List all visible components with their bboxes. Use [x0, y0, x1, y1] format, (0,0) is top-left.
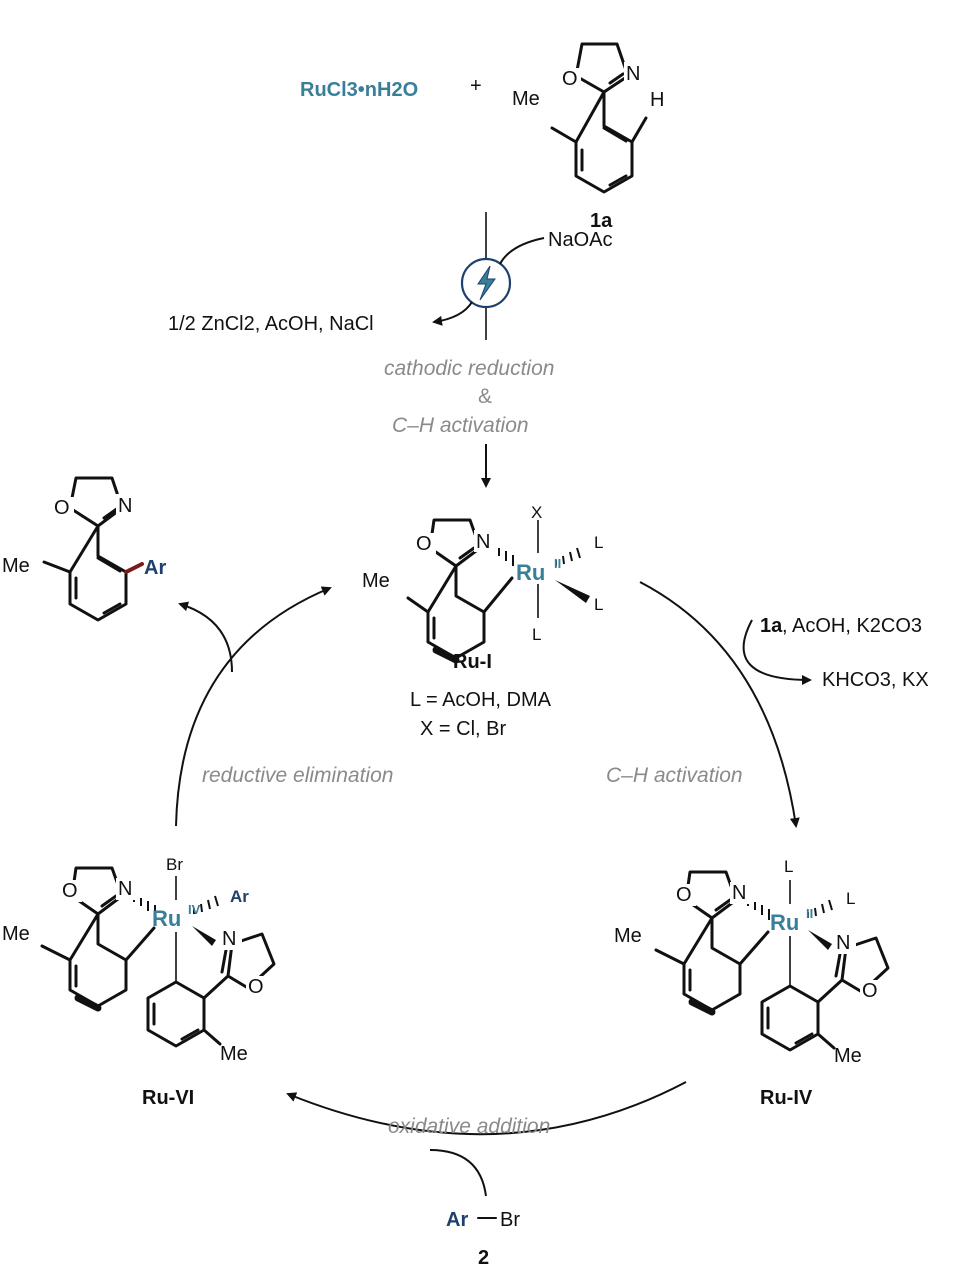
ru-iv-label: Ru-IV — [760, 1087, 813, 1109]
compound-1a-structure: O N Me H 1a — [512, 42, 664, 232]
ch-activation-side-arrow — [742, 619, 812, 685]
starting-materials: RuCl3•nH2O + O N Me H 1a — [300, 42, 664, 232]
methyl-label: Me — [614, 925, 642, 947]
aryl-ligand: Ar — [230, 887, 249, 906]
aryl-bromide-2: Ar Br 2 — [446, 1209, 520, 1269]
ru-oxidation-state: II — [806, 906, 813, 921]
nitrogen-atom: N — [118, 878, 132, 900]
ru-vi-complex: O N N O Me Me Ru IV Br Ar Ru-VI — [2, 855, 276, 1109]
methyl-label-2: Me — [834, 1045, 862, 1067]
bromide-ligand: Br — [166, 855, 183, 874]
ligand-x-definition: X = Cl, Br — [420, 718, 506, 740]
compound-1a-label: 1a — [590, 210, 613, 232]
ch-activation-top-label: C–H activation — [392, 414, 529, 437]
ru-metal-label: Ru — [152, 906, 181, 931]
ligand-l-definition: L = AcOH, DMA — [410, 689, 552, 711]
l-ligand-top: L — [784, 857, 793, 876]
aryl-label: Ar — [446, 1209, 468, 1231]
sodium-acetate-label: NaOAc — [548, 229, 612, 251]
nitrogen-atom: N — [732, 882, 746, 904]
zinc-byproducts-label: 1/2 ZnCl2, AcOH, NaCl — [168, 313, 374, 335]
nitrogen-atom-2: N — [836, 932, 850, 954]
ru-chloride-label: RuCl3•nH2O — [300, 79, 418, 101]
ch-reagents-label: , AcOH, K2CO3 — [782, 615, 922, 637]
oxygen-atom-2: O — [248, 976, 264, 998]
x-ligand-label: X — [531, 503, 542, 522]
reductive-elimination-arrow — [175, 586, 332, 827]
l-ligand-right: L — [846, 889, 855, 908]
new-c-ar-bond — [124, 562, 144, 574]
ch-activation-label: C–H activation — [606, 764, 743, 787]
bromine-label: Br — [500, 1209, 520, 1231]
ru-iv-complex: O N N O Me Me Ru II L L Ru-IV — [614, 857, 890, 1109]
methyl-label: Me — [2, 555, 30, 577]
ch-byproducts-label: KHCO3, KX — [822, 669, 929, 691]
compound-2-label: 2 — [478, 1247, 489, 1269]
oxygen-atom: O — [562, 68, 578, 90]
methyl-label: Me — [512, 88, 540, 110]
oxygen-atom: O — [62, 880, 78, 902]
l-ligand-upper: L — [594, 533, 603, 552]
oxygen-atom: O — [54, 497, 70, 519]
oxidative-addition-arrow — [286, 1081, 687, 1136]
methyl-label-2: Me — [220, 1043, 248, 1065]
product-release-arrow — [178, 601, 233, 673]
nitrogen-atom: N — [118, 495, 132, 517]
oxidative-addition-label: oxidative addition — [388, 1115, 550, 1138]
cathodic-reduction-label: cathodic reduction — [384, 357, 554, 380]
ampersand-label: & — [478, 385, 492, 408]
aryl-label: Ar — [144, 557, 166, 579]
cycle-arrows: 1a , AcOH, K2CO3 KHCO3, KX C–H activatio… — [175, 581, 929, 1197]
ru-oxidation-state: II — [554, 556, 561, 571]
nitrogen-atom: N — [626, 63, 640, 85]
ru-metal-label: Ru — [516, 560, 545, 585]
oxygen-atom: O — [416, 533, 432, 555]
reagent-1a-label: 1a — [760, 615, 783, 637]
methyl-label: Me — [362, 570, 390, 592]
ru-oxidation-state: IV — [188, 902, 201, 917]
nitrogen-atom-2: N — [222, 928, 236, 950]
oxygen-atom: O — [676, 884, 692, 906]
ru-metal-label: Ru — [770, 910, 799, 935]
electrochemical-step: NaOAc 1/2 ZnCl2, AcOH, NaCl cathodic red… — [168, 212, 612, 488]
oxygen-atom-2: O — [862, 980, 878, 1002]
nitrogen-atom: N — [476, 531, 490, 553]
ru-i-complex: O N Me Ru II X L L L Ru-I L = AcOH, DMA … — [362, 503, 603, 740]
ru-vi-label: Ru-VI — [142, 1087, 194, 1109]
ch-activation-arrow — [639, 581, 800, 828]
hydrogen-label: H — [650, 89, 664, 111]
methyl-label: Me — [2, 923, 30, 945]
plus-sign: + — [470, 75, 482, 97]
l-ligand-right: L — [594, 595, 603, 614]
ru-i-label: Ru-I — [453, 651, 492, 673]
reductive-elimination-label: reductive elimination — [202, 764, 393, 787]
l-ligand-lower: L — [532, 625, 541, 644]
arylated-product: O N Me Ar — [2, 476, 166, 622]
lightning-bolt-icon — [477, 265, 496, 301]
